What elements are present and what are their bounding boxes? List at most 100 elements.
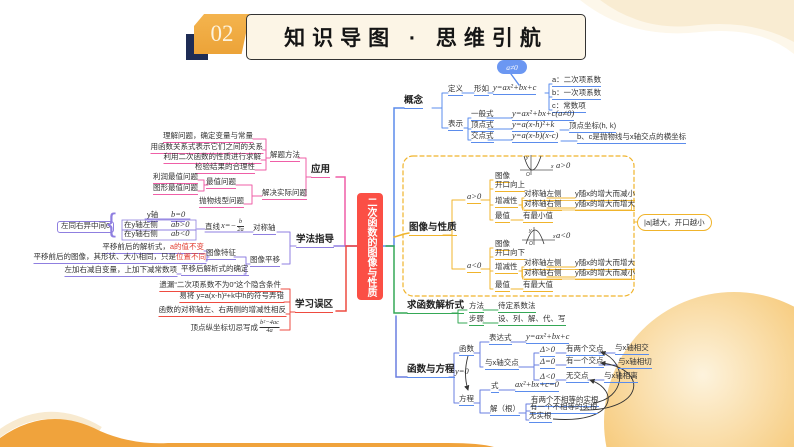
axis-right2-desc: y随x的增大而减小 (575, 268, 635, 280)
intersect-form-note: b、c是抛物线与x轴交点的横坐标 (577, 132, 687, 144)
translate-label: 图像平移 (250, 255, 280, 267)
delta-positive: Δ>0 (540, 344, 555, 357)
svg-text:O: O (526, 172, 530, 177)
axis-left1-desc: y随x的增大而减小 (575, 189, 635, 201)
intersect-form-formula: y=a(x-b)(x-c) (512, 130, 559, 143)
delta-negative: Δ<0 (540, 371, 555, 384)
image2-label: 图像 (495, 239, 510, 251)
func-eq-label: 函数与方程 (407, 364, 455, 378)
graph-up-note: a>0 (556, 160, 571, 170)
monotonic1-label: 增减性 (495, 196, 518, 208)
vertex-form-label: 顶点式 (471, 120, 494, 132)
steps-label: 步骤 (469, 314, 484, 326)
function-label: 函数 (459, 344, 474, 356)
a-positive-label: a>0 (467, 191, 482, 204)
svg-text:O: O (529, 241, 533, 246)
central-topic: 二次函数的图像与性质 (357, 193, 383, 300)
image-props-label: 图像与性质 (409, 222, 457, 236)
delta-positive-note: 与x轴相交 (615, 343, 649, 355)
axis-line-pre: 直线 (205, 221, 220, 231)
title-box: 知识导图 · 思维引航 (246, 14, 586, 60)
mistake-vertex-formula: 顶点纵坐标切忌写成 b²−4ac 4a (190, 319, 280, 335)
mistake-1: 遗漏“二次项系数不为0”这个隐含条件 (159, 280, 281, 292)
intersect-form-label: 交点式 (471, 131, 494, 143)
axis-line-xeq: x=− (221, 219, 237, 230)
monotonic2-label: 增减性 (495, 262, 518, 274)
eq-form-label: 式 (491, 381, 499, 393)
represent-label: 表示 (448, 119, 463, 131)
axis-right1-label: 对称轴右侧 (524, 199, 562, 211)
axis-left2-desc: y随x的增大而增大 (575, 258, 635, 270)
section-number-badge: 02 (194, 14, 250, 54)
mistake-vertex-fraction: b²−4ac 4a (259, 319, 280, 334)
delta-negative-note: 与x轴相离 (604, 371, 638, 383)
translate-note-1: 平移前后的解析式，a的值不变 (102, 242, 204, 254)
section-number: 02 (210, 21, 234, 46)
practical-label: 解决实际问题 (262, 188, 307, 200)
roots-label: 解（根） (490, 404, 520, 416)
page-title: 知识导图 · 思维引航 (284, 27, 548, 50)
translate-determine: 平移后解析式的确定 (181, 264, 249, 276)
axis-left1-label: 对称轴左侧 (524, 189, 562, 201)
general-form-formula: y=ax²+bx+c(a≠0) (512, 108, 575, 121)
y-axis-val: b=0 (171, 209, 186, 222)
definition-prefix: 形如 (474, 84, 489, 96)
axis-right1-desc: y随x的增大而增大 (575, 199, 635, 211)
solve-method-label: 解题方法 (270, 150, 300, 162)
definition-formula: y=ax²+bx+c (493, 82, 537, 95)
x-intersect-label: 与x轴交点 (485, 358, 519, 370)
axis-right2-label: 对称轴右侧 (524, 268, 562, 280)
svg-text:y: y (528, 228, 532, 234)
axis-line-fraction: b 2a (237, 218, 244, 233)
extremum2-desc: 有最大值 (523, 280, 553, 292)
eq-formula: ax²+bx+c=0 (515, 379, 559, 392)
abs-a-text: |a|越大，开口越小 (644, 218, 705, 227)
open-up-label: 开口向上 (495, 180, 525, 192)
y-zero-note: y=0 (455, 366, 469, 376)
root-none: 无实根 (529, 411, 552, 423)
abs-a-bubble: |a|越大，开口越小 (637, 214, 712, 231)
concept-label: 概念 (404, 95, 424, 109)
mistake-3: 函数的对称轴左、右两侧的增减性相反 (158, 305, 286, 317)
parabola-problem-item: 抛物线型问题 (199, 196, 244, 208)
method-desc: 待定系数法 (498, 301, 536, 313)
delta-zero-desc: 有一个交点 (566, 356, 604, 368)
expression-formula: y=ax²+bx+c (526, 331, 570, 344)
group-brace: { (107, 208, 117, 238)
left-side-val: ab>0 (171, 219, 190, 229)
graph-feature-label: 图像特征 (206, 248, 236, 260)
mistake-vertex-pre: 顶点纵坐标切忌写成 (190, 322, 259, 332)
max-min-label: 最值问题 (206, 177, 236, 189)
right-side-val: ab<0 (171, 228, 190, 238)
svg-text:x: x (552, 234, 556, 240)
translate-note-2: 平移前后的图像，其形状、大小相同，只是位置不同 (33, 252, 206, 264)
a-negative-label: a<0 (467, 260, 482, 273)
shape-max-item: 图形最值问题 (153, 183, 198, 195)
same-diff-zero-box: 左同右异中间0 (57, 221, 115, 233)
mistakes-label: 学习误区 (295, 299, 334, 313)
delta-zero-note: 与x轴相切 (618, 357, 652, 369)
right-side-cond: 在y轴右侧 (124, 229, 158, 238)
apply-step-4: 检验结果的合理性 (195, 162, 255, 174)
axis-line-formula: 直线 x=− b 2a (205, 218, 244, 234)
solve-expression-label: 求函数解析式 (407, 300, 465, 314)
extremum1-desc: 有最小值 (523, 211, 553, 223)
axis-left2-label: 对称轴左侧 (524, 258, 562, 270)
image1-label: 图像 (495, 171, 510, 183)
apply-step-1: 理解问题，确定变量与常量 (163, 131, 253, 143)
apply-step-3: 利用二次函数的性质进行求解 (163, 152, 261, 164)
vertex-coord-note: 顶点坐标(h, k) (569, 121, 617, 133)
coef-a-note: a：二次项系数 (552, 75, 602, 87)
extremum2-label: 最值 (495, 280, 510, 292)
a-nonzero-text: a≠0 (506, 62, 518, 72)
expression-label: 表达式 (489, 333, 512, 345)
vertex-form-formula: y=a(x-h)²+k (512, 119, 555, 132)
graph-down-note: a<0 (556, 230, 571, 240)
y-axis-cond: y轴 (147, 210, 159, 222)
parabola-up-graph: y x O (520, 155, 554, 177)
apply-step-2: 用函数关系式表示它们之间的关系 (150, 142, 263, 154)
coef-c-note: c：常数项 (552, 101, 586, 113)
svg-text:x: x (550, 164, 554, 170)
central-topic-label: 二次函数的图像与性质 (365, 196, 376, 297)
